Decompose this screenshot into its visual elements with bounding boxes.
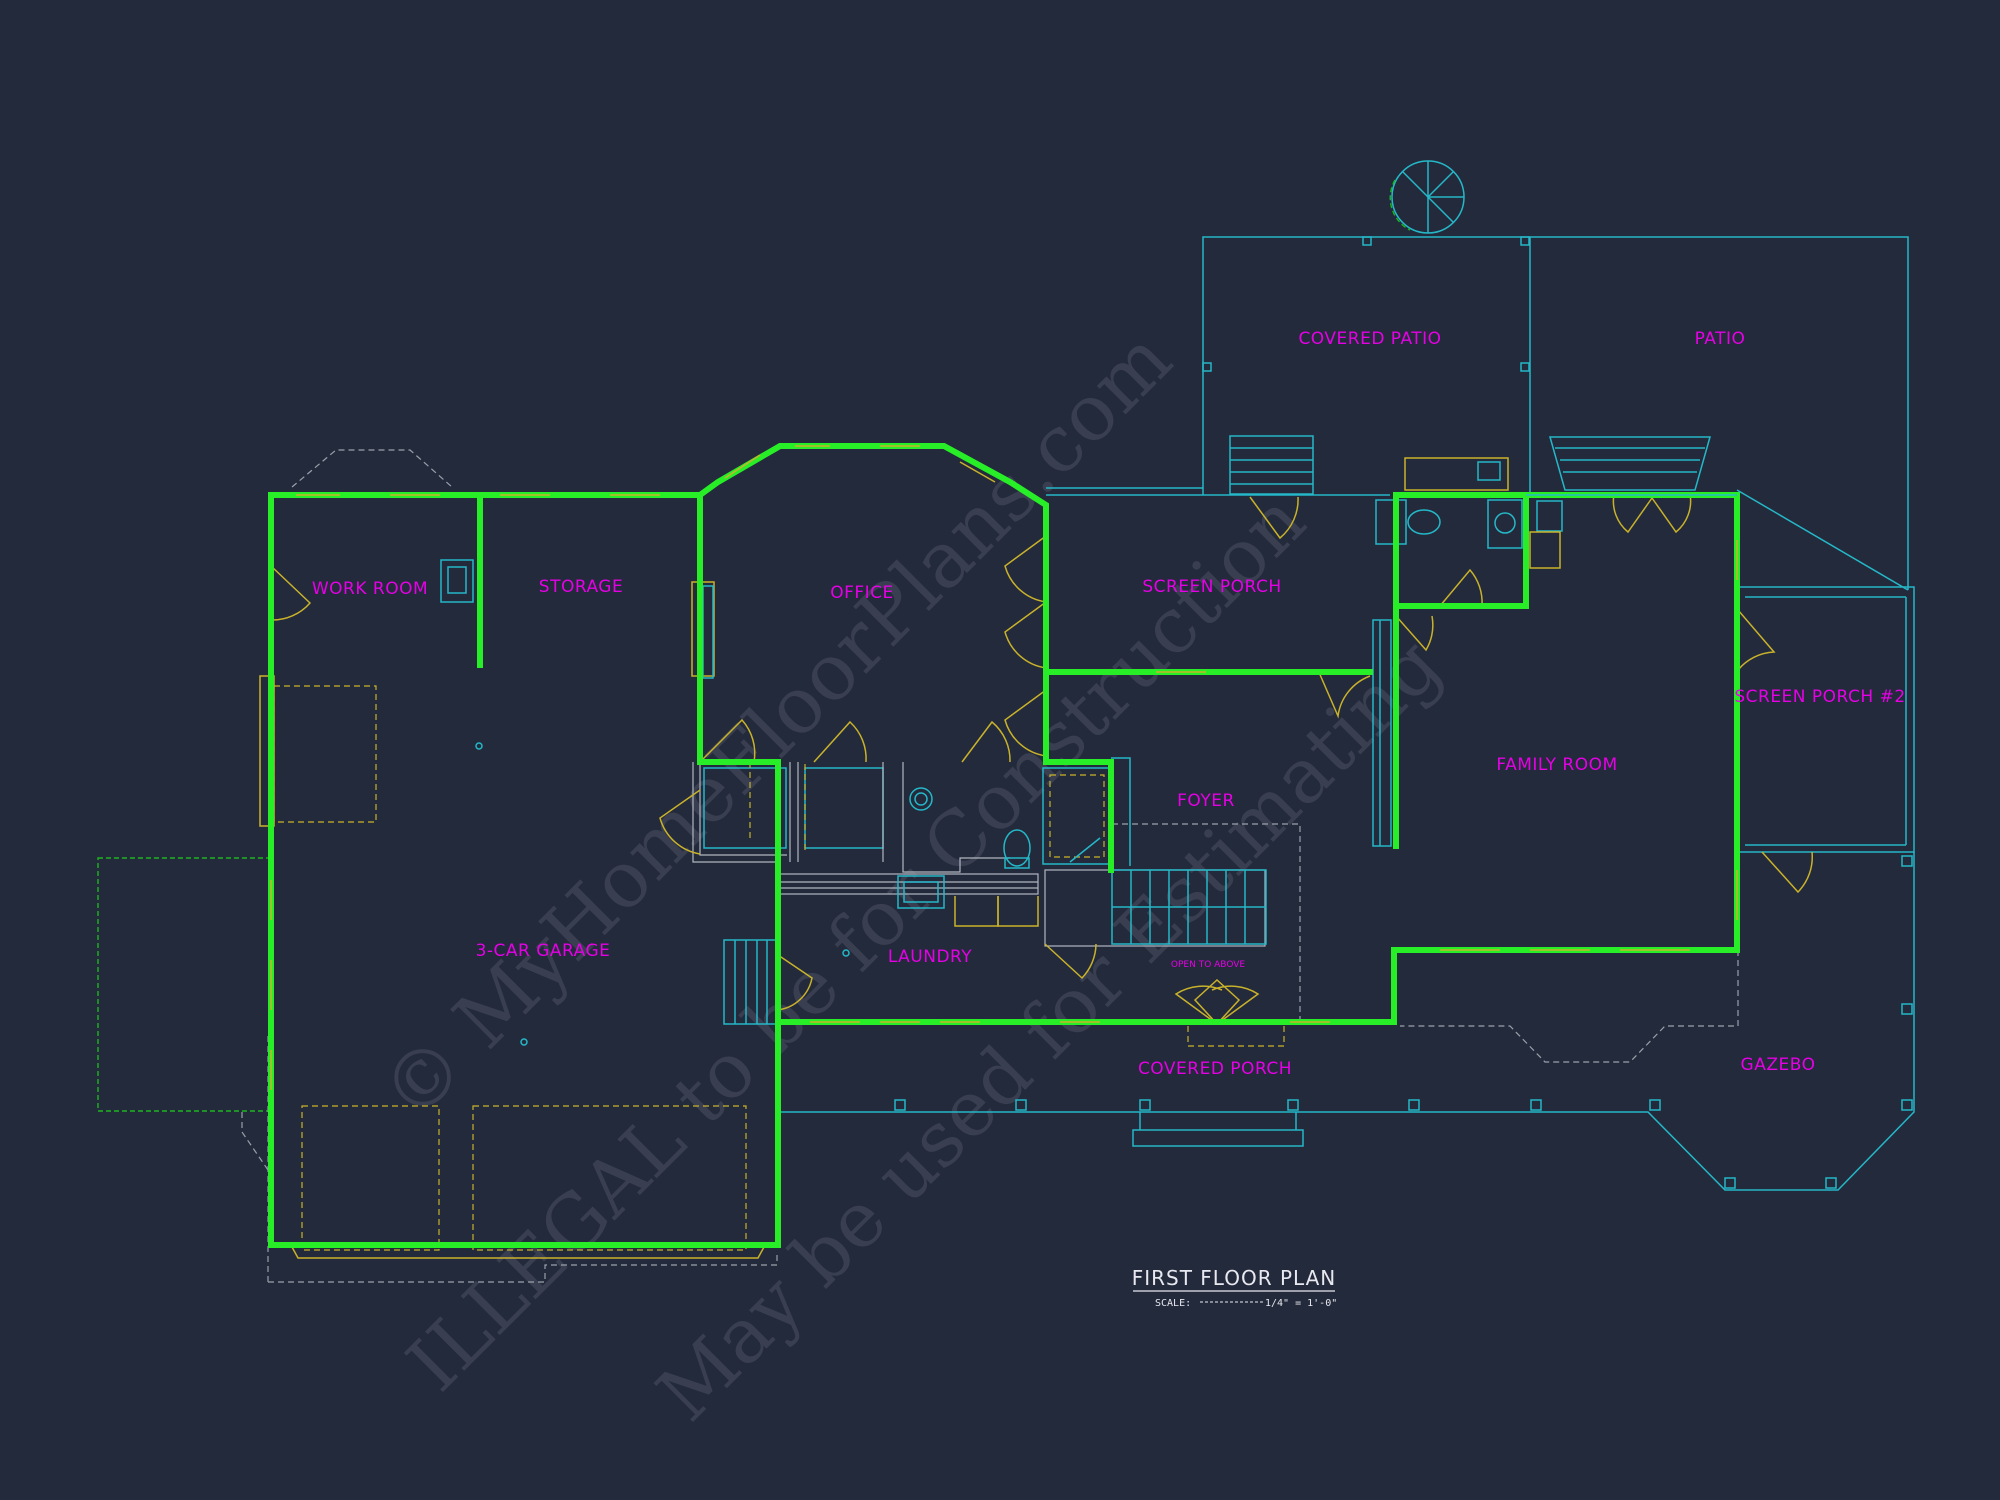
label-covered-patio: COVERED PATIO [1298, 329, 1441, 349]
covered-porch-outline [894, 1021, 1542, 1147]
label-work-room: WORK ROOM [312, 579, 428, 599]
windows [270, 445, 1909, 1090]
scale-label: SCALE: [1155, 1298, 1191, 1309]
label-foyer: FOYER [1177, 791, 1235, 811]
laundry-sink [897, 875, 945, 909]
label-screen-porch: SCREEN PORCH [1142, 577, 1281, 597]
label-office: OFFICE [830, 583, 894, 603]
doors [270, 493, 1814, 1026]
patio-steps [1229, 435, 1711, 495]
room-labels: WORK ROOM STORAGE OFFICE SCREEN PORCH CO… [312, 329, 1905, 1079]
plan-title: FIRST FLOOR PLAN [1132, 1266, 1337, 1290]
vanity [1487, 499, 1523, 549]
label-garage: 3-CAR GARAGE [476, 941, 611, 961]
covered-patio-outline [1202, 236, 1909, 590]
screen-porch-2-outline [1737, 586, 1915, 853]
label-open-to-above: OPEN TO ABOVE [1171, 960, 1245, 970]
label-covered-porch: COVERED PORCH [1138, 1059, 1292, 1079]
label-storage: STORAGE [539, 577, 623, 597]
label-screen-porch-2: SCREEN PORCH #2 [1734, 687, 1905, 707]
gazebo-outline [780, 852, 1915, 1191]
spiral-stair [1389, 160, 1465, 234]
toilet [1375, 499, 1407, 545]
label-family-room: FAMILY ROOM [1496, 755, 1617, 775]
label-patio: PATIO [1695, 329, 1746, 349]
label-laundry: LAUNDRY [888, 947, 972, 967]
label-gazebo: GAZEBO [1741, 1055, 1816, 1075]
title-block: FIRST FLOOR PLAN SCALE: 1/4" = 1'-0" [1132, 1266, 1338, 1309]
utility-sink [440, 559, 474, 603]
scale-value: 1/4" = 1'-0" [1265, 1298, 1337, 1309]
